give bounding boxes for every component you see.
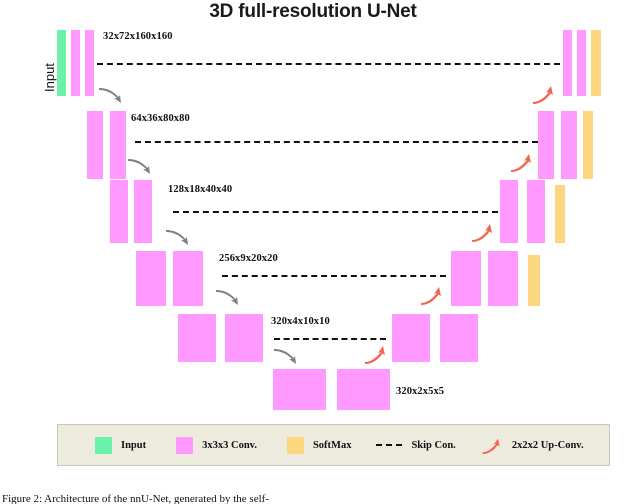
figure-caption: Figure 2: Architecture of the nnU-Net, g… [2, 493, 269, 504]
down-conv-arrow-level-3 [216, 290, 238, 305]
decoder-block-conv-level-2-1 [500, 180, 518, 243]
legend-label-input: Input [121, 439, 147, 451]
legend-row: Input 3x3x3 Conv. SoftMax Skip Con. 2x2x… [58, 425, 609, 465]
legend-item-input: Input [95, 436, 147, 454]
legend-item-conv: 3x3x3 Conv. [176, 436, 257, 454]
decoder-block-conv-level-4-2 [440, 314, 478, 362]
dim-label-level-0: 32x72x160x160 [103, 31, 173, 42]
legend-label-upconv: 2x2x2 Up-Conv. [511, 439, 584, 451]
dim-label-level-3: 256x9x20x20 [219, 253, 278, 264]
dim-label-level-2: 128x18x40x40 [168, 184, 233, 195]
down-conv-arrow-level-4 [274, 349, 296, 364]
encoder-block-conv-level-2-2 [134, 180, 152, 243]
pink-square-icon [176, 436, 194, 454]
encoder-block-conv-level-3-2 [173, 251, 203, 306]
up-conv-arrow-level-1 [511, 154, 531, 172]
input-axis-label: Input [42, 63, 57, 92]
dim-label-level-1: 64x36x80x80 [131, 113, 190, 124]
decoder-block-conv-level-3-1 [451, 251, 481, 306]
legend-label-softmax: SoftMax [312, 439, 352, 451]
down-conv-arrow-level-0 [99, 88, 121, 103]
up-conv-arrow-level-4 [365, 346, 385, 364]
decoder-block-conv-level-1-2 [561, 111, 577, 179]
decoder-block-softmax-level-1 [583, 111, 593, 179]
up-conv-arrow-level-3 [421, 287, 441, 305]
green-square-icon [95, 436, 112, 454]
encoder-block-conv-level-0-1 [71, 30, 80, 96]
decoder-block-conv-level-1-1 [538, 111, 554, 179]
decoder-block-conv-level-0-2 [577, 30, 586, 96]
decoder-block-softmax-level-2 [555, 185, 565, 243]
legend-item-softmax: SoftMax [286, 436, 352, 454]
down-conv-arrow-level-2 [166, 230, 188, 245]
skip-connection-level-2 [173, 211, 498, 213]
decoder-block-conv-level-0-1 [563, 30, 572, 96]
encoder-block-conv-level-1-2 [110, 111, 126, 179]
yellow-square-icon [286, 436, 304, 454]
dashed-line-icon [376, 444, 403, 446]
legend-label-skip: Skip Con. [411, 439, 456, 451]
encoder-block-conv-level-3-1 [136, 251, 166, 306]
bottleneck-block-conv-2 [337, 369, 390, 410]
decoder-block-softmax-level-3 [528, 255, 540, 306]
decoder-block-softmax-level-0 [591, 30, 601, 96]
decoder-block-conv-level-2-2 [527, 180, 545, 243]
up-arrow-icon [482, 438, 500, 454]
down-conv-arrow-level-1 [128, 159, 150, 174]
decoder-block-conv-level-3-2 [488, 251, 518, 306]
encoder-block-conv-level-2-1 [110, 180, 128, 243]
up-conv-arrow-level-2 [472, 224, 492, 242]
encoder-block-input-level-0 [57, 30, 66, 96]
skip-connection-level-1 [135, 141, 538, 143]
up-conv-arrow-level-0 [533, 86, 553, 104]
bottleneck-block-conv-1 [273, 369, 326, 410]
legend-item-upconv: 2x2x2 Up-Conv. [481, 437, 584, 454]
encoder-block-conv-level-4-1 [178, 314, 216, 362]
legend-item-skip: Skip Con. [376, 439, 456, 451]
dim-label-level-5: 320x2x5x5 [396, 386, 445, 397]
decoder-block-conv-level-4-1 [392, 314, 430, 362]
skip-connection-level-0 [97, 63, 560, 65]
encoder-block-conv-level-1-1 [87, 111, 103, 179]
legend: Input 3x3x3 Conv. SoftMax Skip Con. 2x2x… [57, 424, 610, 466]
legend-label-conv: 3x3x3 Conv. [202, 439, 257, 451]
skip-connection-level-3 [222, 275, 446, 277]
dim-label-level-4: 320x4x10x10 [271, 316, 330, 327]
skip-connection-level-4 [274, 338, 386, 340]
encoder-block-conv-level-0-2 [85, 30, 94, 96]
encoder-block-conv-level-4-2 [225, 314, 263, 362]
figure-title: 3D full-resolution U-Net [209, 1, 417, 22]
